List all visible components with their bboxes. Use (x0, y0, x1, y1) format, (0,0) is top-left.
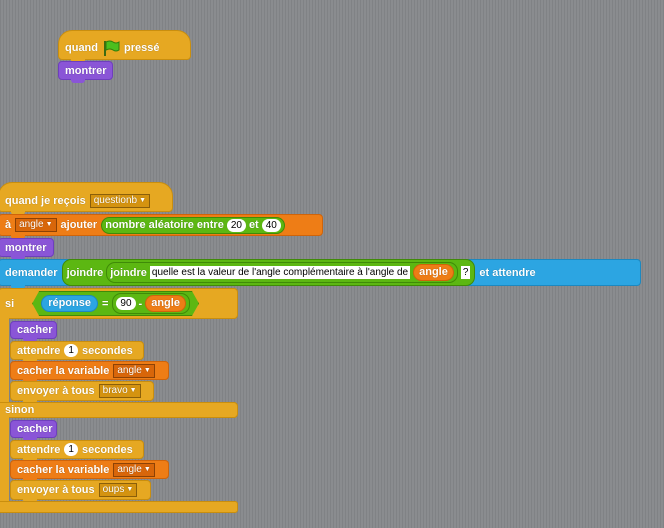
ninety-input[interactable]: 90 (116, 297, 135, 310)
if-label: si (5, 297, 15, 310)
question-mark-input[interactable]: ? (460, 266, 471, 279)
dropdown-arrow-icon: ▼ (45, 221, 53, 228)
hide-label: cacher (17, 423, 53, 435)
join-label-outer: joindre (66, 266, 104, 279)
wait-block-else[interactable]: attendre 1 secondes (10, 440, 144, 462)
dropdown-arrow-icon: ▼ (143, 465, 151, 473)
broadcast-dropdown[interactable]: oups ▼ (98, 483, 138, 497)
show-label: montrer (5, 241, 47, 254)
wait-block-then[interactable]: attendre 1 secondes (10, 341, 144, 363)
broadcast-label: envoyer à tous (17, 385, 95, 397)
if-else-foot (0, 501, 238, 513)
broadcast-message: oups (102, 484, 125, 495)
equals-operator[interactable]: réponse = 90 - angle (32, 291, 199, 316)
hide-variable-label: cacher la variable (17, 463, 110, 476)
if-else-block[interactable]: si réponse = 90 - angle (0, 288, 238, 319)
add-label: ajouter (60, 219, 98, 231)
else-label: sinon (5, 404, 35, 416)
green-flag-icon (102, 40, 120, 56)
hide-block-then[interactable]: cacher (10, 321, 57, 342)
angle-reporter-2[interactable]: angle (145, 295, 186, 312)
join-outer-reporter[interactable]: joindre joindre quelle est la valeur de … (61, 259, 476, 286)
when-i-receive-hat[interactable]: quand je reçois questionb ▼ (0, 182, 173, 215)
wait-label: attendre (17, 443, 61, 456)
hide-variable-block-else[interactable]: cacher la variable angle ▼ (10, 460, 169, 482)
random-number-reporter[interactable]: nombre aléatoire entre 20 et 40 (101, 216, 285, 234)
question-text-input[interactable]: quelle est la valeur de l'angle compléme… (149, 266, 411, 279)
hide-block-else[interactable]: cacher (10, 420, 57, 441)
else-bar: sinon (0, 402, 238, 418)
dropdown-arrow-icon: ▼ (129, 387, 137, 394)
and-wait-label: et attendre (479, 266, 536, 279)
equals-label: = (101, 297, 109, 310)
ask-label: demander (5, 266, 58, 279)
dropdown-arrow-icon: ▼ (126, 486, 134, 493)
broadcast-block-else[interactable]: envoyer à tous oups ▼ (10, 480, 151, 503)
dropdown-arrow-icon: ▼ (139, 197, 147, 204)
random-label: nombre aléatoire entre (105, 219, 224, 231)
message-value: questionb (93, 195, 138, 206)
wait-label: attendre (17, 344, 61, 357)
wait-seconds-input[interactable]: 1 (64, 344, 78, 357)
variable-name: angle (19, 219, 44, 230)
show-block[interactable]: montrer (58, 61, 113, 83)
and-label: et (248, 219, 259, 231)
hide-variable-name: angle (117, 463, 142, 475)
subtract-operator[interactable]: 90 - angle (112, 293, 190, 314)
else-c-mouth (0, 417, 9, 503)
seconds-label: secondes (81, 344, 133, 357)
to-label: à (5, 219, 12, 231)
broadcast-message: bravo (102, 385, 128, 396)
if-c-mouth (0, 318, 9, 403)
wait-seconds-input[interactable]: 1 (64, 443, 78, 456)
random-from-input[interactable]: 20 (226, 218, 246, 232)
hide-variable-name: angle (117, 364, 142, 376)
ask-and-wait-block[interactable]: demander joindre joindre quelle est la v… (0, 259, 641, 289)
answer-reporter[interactable]: réponse (41, 295, 98, 312)
message-dropdown[interactable]: questionb ▼ (89, 194, 151, 208)
hide-label: cacher (17, 324, 53, 336)
when-flag-clicked-hat[interactable]: quand pressé (58, 30, 191, 63)
when-receive-label: quand je reçois (5, 195, 86, 207)
minus-label: - (138, 297, 143, 310)
when-label: quand (65, 42, 98, 54)
pressed-label: pressé (124, 42, 160, 54)
hide-variable-label: cacher la variable (17, 364, 110, 377)
broadcast-dropdown[interactable]: bravo ▼ (98, 384, 141, 398)
hide-variable-block-then[interactable]: cacher la variable angle ▼ (10, 361, 169, 383)
show-block-2[interactable]: montrer (0, 238, 54, 260)
broadcast-label: envoyer à tous (17, 484, 95, 496)
change-variable-block[interactable]: à angle ▼ ajouter nombre aléatoire entre… (0, 214, 323, 239)
join-label-inner: joindre (110, 266, 147, 279)
random-to-input[interactable]: 40 (261, 218, 281, 232)
hide-variable-dropdown[interactable]: angle ▼ (113, 363, 155, 378)
angle-reporter[interactable]: angle (413, 264, 454, 281)
hide-variable-dropdown[interactable]: angle ▼ (113, 462, 155, 477)
dropdown-arrow-icon: ▼ (143, 366, 151, 374)
broadcast-block-then[interactable]: envoyer à tous bravo ▼ (10, 381, 154, 404)
seconds-label: secondes (81, 443, 133, 456)
show-label: montrer (65, 64, 107, 77)
variable-dropdown[interactable]: angle ▼ (15, 218, 57, 232)
join-inner-reporter[interactable]: joindre quelle est la valeur de l'angle … (106, 262, 458, 283)
